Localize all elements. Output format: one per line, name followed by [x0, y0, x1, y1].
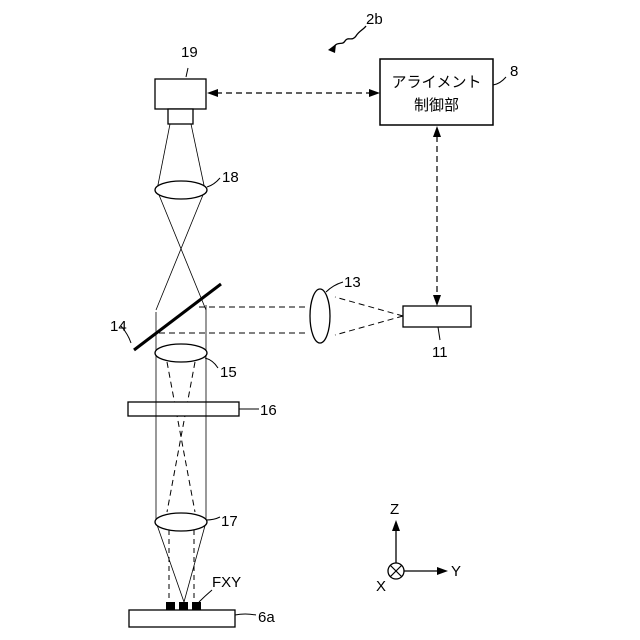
camera-body: [155, 79, 206, 109]
lens-mid-leader: [205, 358, 218, 368]
ray: [156, 522, 184, 602]
controller-label-line2: 制御部: [414, 97, 459, 114]
signal-arrowhead-down: [433, 295, 441, 306]
controller-ref-label: 8: [510, 63, 518, 80]
lens-bottom: 17: [155, 513, 238, 531]
light-source: 11: [403, 306, 471, 361]
camera: 19: [155, 44, 206, 124]
plate-label: 16: [260, 402, 277, 419]
alignment-mark: [166, 602, 175, 610]
light-source-box: [403, 306, 471, 327]
lens-bottom-shape: [155, 513, 207, 531]
beam-ray: [335, 316, 403, 335]
figure-ref: 2b: [328, 11, 383, 53]
signal-arrowhead-left: [207, 89, 218, 97]
camera-leader: [186, 68, 188, 77]
figure-ref-arrowhead: [328, 44, 336, 53]
lens-mid-shape: [155, 344, 207, 362]
plate-rect: [128, 402, 239, 416]
z-axis-label: Z: [390, 501, 399, 518]
lens-bottom-leader: [206, 517, 220, 520]
beam-ray: [335, 297, 403, 316]
marks-label: FXY: [212, 574, 241, 591]
y-axis-arrowhead: [437, 567, 448, 575]
light-source-label: 11: [432, 344, 448, 361]
lens-side-label: 13: [344, 274, 361, 291]
mirror-label: 14: [110, 318, 127, 335]
lens-side-leader: [326, 282, 343, 292]
figure-ref-squiggle: [333, 26, 366, 48]
axes-indicator: Z Y X: [376, 501, 461, 595]
figure-ref-label: 2b: [366, 11, 383, 28]
stage-label: 6a: [258, 609, 275, 626]
camera-label: 19: [181, 44, 198, 61]
lens-top-leader: [207, 178, 220, 187]
imaging-rays-lower: [156, 522, 206, 602]
mirror-line: [134, 284, 221, 350]
mirror: 14: [110, 284, 221, 350]
stage-rect: [129, 610, 235, 627]
ray: [191, 124, 205, 190]
controller-label-line1: アライメント: [391, 74, 481, 91]
x-axis-label: X: [376, 578, 386, 595]
controller-box: [380, 59, 493, 125]
signal-camera-controller: [207, 89, 380, 97]
imaging-rays-upper: [156, 124, 206, 310]
lens-top-label: 18: [222, 169, 239, 186]
lens-top: 18: [155, 169, 239, 199]
signal-arrowhead-up: [433, 126, 441, 137]
alignment-mark: [192, 602, 201, 610]
ray: [184, 522, 206, 602]
lens-bottom-label: 17: [221, 513, 238, 530]
lens-side: 13: [310, 274, 361, 343]
ray: [157, 124, 170, 190]
marks-leader: [199, 590, 212, 602]
z-axis-arrowhead: [392, 520, 400, 531]
ray: [156, 190, 205, 310]
signal-controller-source: [433, 126, 441, 306]
dashed-rays-lower: [169, 530, 194, 600]
ray: [157, 190, 206, 310]
plate: 16: [128, 402, 277, 419]
controller-leader: [493, 77, 506, 85]
alignment-marks: FXY: [166, 574, 241, 610]
stage-leader: [235, 614, 256, 615]
stage: 6a: [129, 609, 275, 627]
light-source-leader: [438, 327, 440, 340]
y-axis-label: Y: [451, 563, 461, 580]
lens-top-shape: [155, 181, 207, 199]
signal-arrowhead-right: [369, 89, 380, 97]
alignment-mark: [179, 602, 188, 610]
dashed-rays-middle: [167, 362, 195, 512]
camera-lens-mount: [168, 109, 193, 124]
lens-mid-label: 15: [220, 364, 237, 381]
alignment-controller: アライメント 制御部 8: [380, 59, 518, 125]
lens-side-shape: [310, 289, 330, 343]
